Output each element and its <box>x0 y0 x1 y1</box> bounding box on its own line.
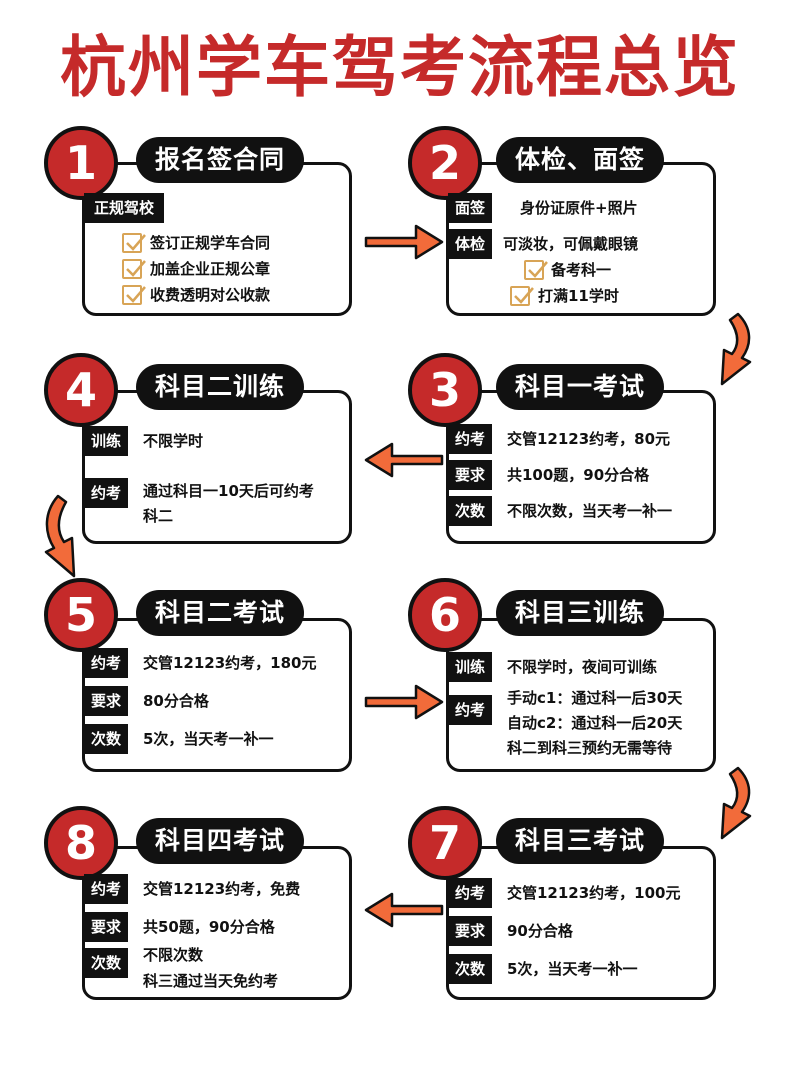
step-5-label-2: 要求 <box>84 686 128 716</box>
step-6-text-2: 手动c1：通过科一后30天 <box>507 689 683 707</box>
step-3-text-1: 交管12123约考，80元 <box>507 430 671 448</box>
step-8-text-2: 共50题，90分合格 <box>143 918 275 936</box>
step-7-label-3: 次数 <box>448 954 492 984</box>
step-3-text-3: 不限次数，当天考一补一 <box>507 502 673 520</box>
step-8-number: 8 <box>44 806 118 880</box>
step-1-tag: 正规驾校 <box>84 193 164 223</box>
step-5-label-1: 约考 <box>84 648 128 678</box>
step-5-text-2: 80分合格 <box>143 692 209 710</box>
step-7-label-1: 约考 <box>448 878 492 908</box>
step-8-text-3b: 科三通过当天免约考 <box>143 972 279 990</box>
check-icon <box>510 286 534 306</box>
step-6-text-2c: 科二到科三预约无需等待 <box>507 739 673 757</box>
step-8-text-3: 不限次数 <box>143 946 204 964</box>
step-7-number: 7 <box>408 806 482 880</box>
step-2-title: 体检、面签 <box>496 137 664 183</box>
step-8-label-1: 约考 <box>84 874 128 904</box>
step-2-label-1: 面签 <box>448 193 492 223</box>
step-2-item-1: 备考科一 <box>551 261 612 279</box>
step-1-title: 报名签合同 <box>136 137 304 183</box>
step-3-label-2: 要求 <box>448 460 492 490</box>
step-5-number: 5 <box>44 578 118 652</box>
step-3-number: 3 <box>408 353 482 427</box>
step-2-label-2: 体检 <box>448 229 492 259</box>
step-3-text-2: 共100题，90分合格 <box>507 466 650 484</box>
arrow-down-icon <box>44 494 76 578</box>
step-8-label-2: 要求 <box>84 912 128 942</box>
step-1-number: 1 <box>44 126 118 200</box>
step-4-label-1: 训练 <box>84 426 128 456</box>
step-1-item-1: 签订正规学车合同 <box>150 234 271 252</box>
step-4-text-2: 通过科目一10天后可约考 <box>143 482 314 500</box>
step-2-text-2: 可淡妆，可佩戴眼镜 <box>503 235 639 253</box>
check-icon <box>122 285 146 305</box>
arrow-left-icon <box>364 442 444 478</box>
arrow-down-icon <box>720 766 752 840</box>
step-6-text-2b: 自动c2：通过科一后20天 <box>507 714 683 732</box>
step-4-card <box>82 390 352 544</box>
step-4-label-2: 约考 <box>84 478 128 508</box>
arrow-down-icon <box>720 312 752 386</box>
step-3-label-1: 约考 <box>448 424 492 454</box>
step-4-title: 科目二训练 <box>136 364 304 410</box>
step-8-title: 科目四考试 <box>136 818 304 864</box>
check-icon <box>122 233 146 253</box>
page-title: 杭州学车驾考流程总览 <box>60 29 740 106</box>
step-8-text-1: 交管12123约考，免费 <box>143 880 301 898</box>
arrow-left-icon <box>364 892 444 928</box>
step-8-label-3: 次数 <box>84 948 128 978</box>
step-3-label-3: 次数 <box>448 496 492 526</box>
arrow-right-icon <box>364 684 444 720</box>
step-6-text-1: 不限学时，夜间可训练 <box>507 658 658 676</box>
step-5-label-3: 次数 <box>84 724 128 754</box>
step-6-number: 6 <box>408 578 482 652</box>
check-icon <box>122 259 146 279</box>
check-icon <box>524 260 548 280</box>
step-6-title: 科目三训练 <box>496 590 664 636</box>
step-6-label-2: 约考 <box>448 695 492 725</box>
step-7-text-3: 5次，当天考一补一 <box>507 960 638 978</box>
step-6-label-1: 训练 <box>448 652 492 682</box>
step-4-number: 4 <box>44 353 118 427</box>
step-7-label-2: 要求 <box>448 916 492 946</box>
step-5-title: 科目二考试 <box>136 590 304 636</box>
step-2-item-2: 打满11学时 <box>538 287 619 305</box>
step-3-title: 科目一考试 <box>496 364 664 410</box>
step-7-text-2: 90分合格 <box>507 922 573 940</box>
step-1-item-3: 收费透明对公收款 <box>150 286 271 304</box>
step-5-text-1: 交管12123约考，180元 <box>143 654 317 672</box>
step-4-text-1: 不限学时 <box>143 432 204 450</box>
arrow-right-icon <box>364 224 444 260</box>
step-7-text-1: 交管12123约考，100元 <box>507 884 681 902</box>
step-2-number: 2 <box>408 126 482 200</box>
step-5-text-3: 5次，当天考一补一 <box>143 730 274 748</box>
step-7-title: 科目三考试 <box>496 818 664 864</box>
step-2-text-1: 身份证原件+照片 <box>520 199 638 217</box>
step-1-item-2: 加盖企业正规公章 <box>150 260 271 278</box>
step-4-text-2b: 科二 <box>143 507 174 525</box>
